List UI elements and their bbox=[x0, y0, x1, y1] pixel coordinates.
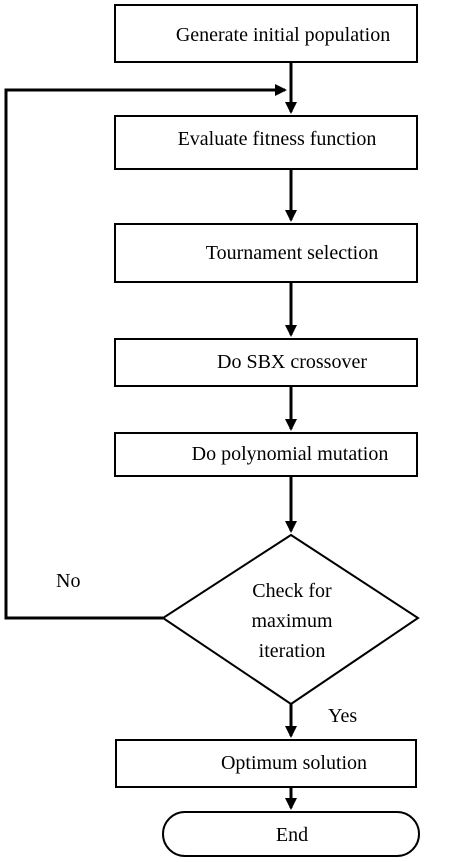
decision-label-line3: iteration bbox=[259, 640, 326, 662]
terminal-end-shape bbox=[162, 811, 420, 857]
step-tournament: Tournament selection bbox=[114, 223, 418, 283]
step-evaluate: Evaluate fitness function bbox=[114, 115, 418, 170]
step-optimum-label: Optimum solution bbox=[221, 752, 367, 774]
step-crossover-label: Do SBX crossover bbox=[217, 351, 367, 373]
decision-label-line2: maximum bbox=[251, 610, 333, 632]
decision-diamond bbox=[161, 533, 420, 706]
decision-check: Check for maximum iteration bbox=[161, 533, 420, 706]
step-evaluate-box bbox=[114, 115, 418, 170]
step-optimum: Optimum solution bbox=[115, 739, 417, 788]
step-generate-label: Generate initial population bbox=[176, 24, 390, 46]
terminal-end-label: End bbox=[276, 824, 308, 846]
decision-label-line1: Check for bbox=[252, 580, 332, 602]
step-crossover-box bbox=[114, 338, 418, 387]
step-mutation-label: Do polynomial mutation bbox=[192, 443, 389, 465]
step-tournament-box bbox=[114, 223, 418, 283]
step-evaluate-label: Evaluate fitness function bbox=[178, 128, 377, 150]
terminal-end: End bbox=[162, 811, 420, 857]
branch-label-no: No bbox=[56, 570, 80, 592]
step-optimum-box bbox=[115, 739, 417, 788]
step-mutation: Do polynomial mutation bbox=[114, 432, 418, 477]
step-generate-box bbox=[114, 4, 418, 63]
step-crossover: Do SBX crossover bbox=[114, 338, 418, 387]
step-tournament-label: Tournament selection bbox=[206, 242, 378, 264]
loop-back-arrow-no bbox=[4, 84, 287, 620]
branch-label-yes: Yes bbox=[328, 705, 357, 727]
step-generate: Generate initial population bbox=[114, 4, 418, 63]
connectors bbox=[4, 62, 297, 810]
step-mutation-box bbox=[114, 432, 418, 477]
